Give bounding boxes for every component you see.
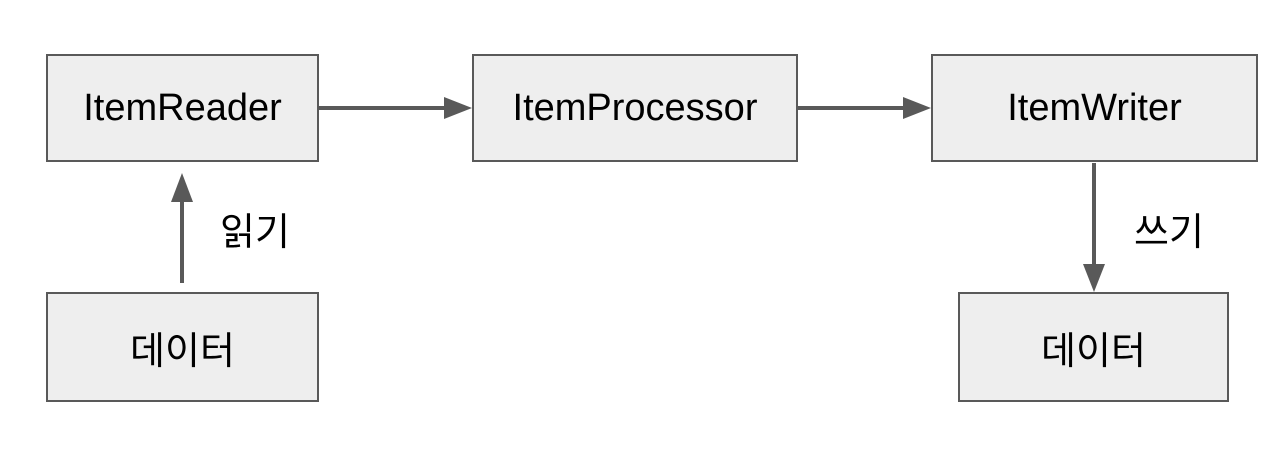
item-reader-node: ItemReader [46,54,319,162]
item-processor-node: ItemProcessor [472,54,798,162]
write-edge-label: 쓰기 [1134,212,1204,254]
item-writer-label: ItemWriter [1007,86,1182,129]
arrow-processor-to-writer [798,97,931,119]
data-source-label: 데이터 [130,330,235,373]
data-source-node: 데이터 [46,292,319,402]
item-processor-label: ItemProcessor [512,86,758,129]
arrow-reader-to-processor [319,97,472,119]
item-reader-label: ItemReader [83,86,282,129]
read-edge-label: 읽기 [220,212,290,254]
arrow-writer-to-data [1083,163,1105,292]
item-writer-node: ItemWriter [931,54,1258,162]
data-target-node: 데이터 [958,292,1229,402]
data-target-label: 데이터 [1041,330,1146,373]
arrow-data-to-reader [171,173,193,283]
